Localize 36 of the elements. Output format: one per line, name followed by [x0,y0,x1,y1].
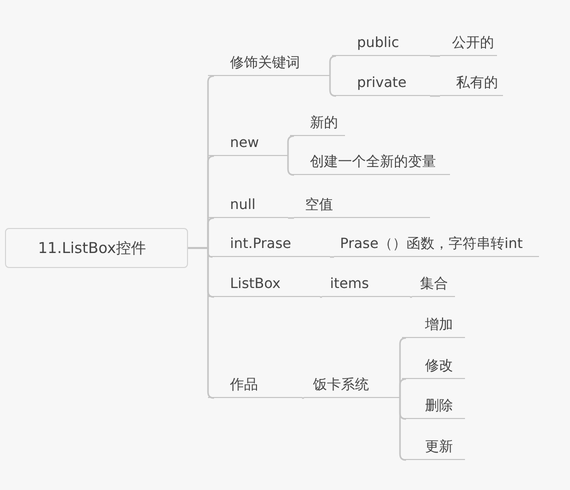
topic-label: null [208,192,288,218]
topic-label: 增加 [402,312,465,338]
topic-label: public [332,30,430,56]
topic-label: 删除 [402,393,465,419]
connector-line [410,296,412,298]
connector-line [399,398,406,461]
topic-label: 新的 [290,110,345,136]
root-topic-box: 11.ListBox控件 [5,228,188,268]
topic-label: 饭卡系统 [304,372,400,398]
connector-line [329,76,336,97]
topic-label: 修改 [402,353,465,379]
topic-label: 更新 [402,434,465,460]
connector-line [399,378,406,398]
connector-line [320,296,322,298]
connector-line [287,156,294,176]
topic-label: int.Prase [208,231,330,257]
topic-label: 空值 [294,192,430,218]
topic-label: 创建一个全新的变量 [290,149,450,175]
topic-label: 公开的 [440,30,497,56]
topic-label: ListBox [208,271,320,297]
connector-line [430,95,440,97]
connector-line [302,397,304,399]
topic-label: items [322,271,410,297]
connector-line [287,135,294,156]
connector-line [188,247,214,399]
topic-label: 作品 [208,372,302,398]
topic-label: 集合 [412,271,455,297]
connector-line [430,55,440,57]
topic-label: private [332,70,430,96]
topic-label: Prase（）函数，字符串转int [334,231,539,257]
connector-line [288,217,294,219]
topic-label: 私有的 [440,70,503,96]
topic-label: new [208,130,288,156]
connector-line [330,256,334,258]
topic-label: 修饰关键词 [208,50,330,76]
connector-line [329,55,336,76]
